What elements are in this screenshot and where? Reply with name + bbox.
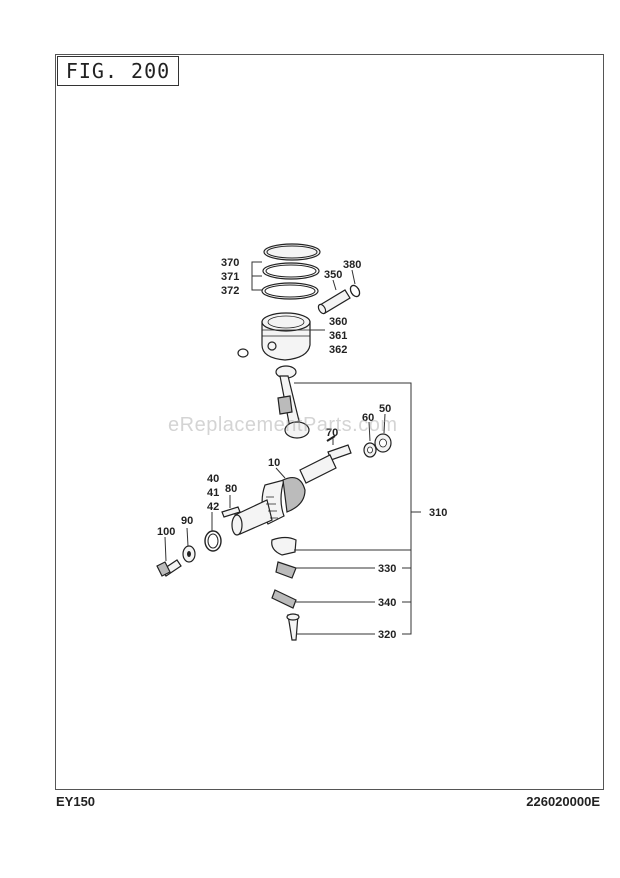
callout-370: 370 bbox=[221, 257, 239, 269]
washer-60[interactable] bbox=[363, 442, 377, 458]
piston-rings[interactable] bbox=[261, 243, 321, 300]
nut-leader bbox=[383, 413, 386, 434]
callout-60: 60 bbox=[362, 412, 374, 424]
diagram-code: 226020000E bbox=[526, 794, 600, 809]
key-80[interactable] bbox=[221, 506, 241, 518]
assembly-310-bracket bbox=[294, 382, 421, 635]
model-label: EY150 bbox=[56, 794, 96, 809]
figure-label: FIG. 200 bbox=[57, 56, 179, 86]
nut-50[interactable] bbox=[374, 433, 392, 453]
callout-90: 90 bbox=[181, 515, 193, 527]
callout-50: 50 bbox=[379, 403, 391, 415]
bolt-100[interactable] bbox=[156, 559, 182, 577]
callout-340: 340 bbox=[378, 597, 396, 609]
callout-310: 310 bbox=[429, 507, 447, 519]
piston-pin[interactable] bbox=[317, 289, 351, 315]
watermark: eReplacementParts.com bbox=[168, 414, 398, 436]
balancer-330[interactable] bbox=[271, 536, 297, 579]
washer-90-leader bbox=[186, 527, 189, 547]
callout-380: 380 bbox=[343, 259, 361, 271]
bolt-leader-100 bbox=[164, 536, 167, 562]
pin-leader bbox=[332, 279, 337, 291]
callout-361: 361 bbox=[329, 330, 347, 342]
piston[interactable] bbox=[261, 312, 311, 361]
bearing-ring[interactable] bbox=[204, 530, 222, 552]
clip-leader bbox=[351, 269, 356, 285]
callout-41: 41 bbox=[207, 487, 219, 499]
callout-70: 70 bbox=[326, 427, 338, 439]
callout-360: 360 bbox=[329, 316, 347, 328]
piston-small-clip[interactable] bbox=[237, 348, 249, 358]
pin-clip[interactable] bbox=[349, 284, 362, 298]
callout-371: 371 bbox=[221, 271, 239, 283]
crankshaft[interactable] bbox=[231, 444, 352, 536]
washer-90[interactable] bbox=[182, 545, 196, 563]
callout-350: 350 bbox=[324, 269, 342, 281]
callout-372: 372 bbox=[221, 285, 239, 297]
shaft-340[interactable] bbox=[271, 589, 297, 609]
bolt-320[interactable] bbox=[286, 613, 300, 641]
rings-leader bbox=[251, 261, 262, 291]
callout-80: 80 bbox=[225, 483, 237, 495]
callout-320: 320 bbox=[378, 629, 396, 641]
diagram-frame bbox=[55, 54, 604, 790]
connecting-rod[interactable] bbox=[275, 365, 310, 439]
bolt-70[interactable] bbox=[326, 435, 336, 442]
callout-10: 10 bbox=[268, 457, 280, 469]
crank-leader bbox=[275, 467, 286, 479]
callout-362: 362 bbox=[329, 344, 347, 356]
callout-42: 42 bbox=[207, 501, 219, 513]
callout-100: 100 bbox=[157, 526, 175, 538]
callout-40: 40 bbox=[207, 473, 219, 485]
callout-330: 330 bbox=[378, 563, 396, 575]
washer-leader bbox=[368, 421, 371, 442]
